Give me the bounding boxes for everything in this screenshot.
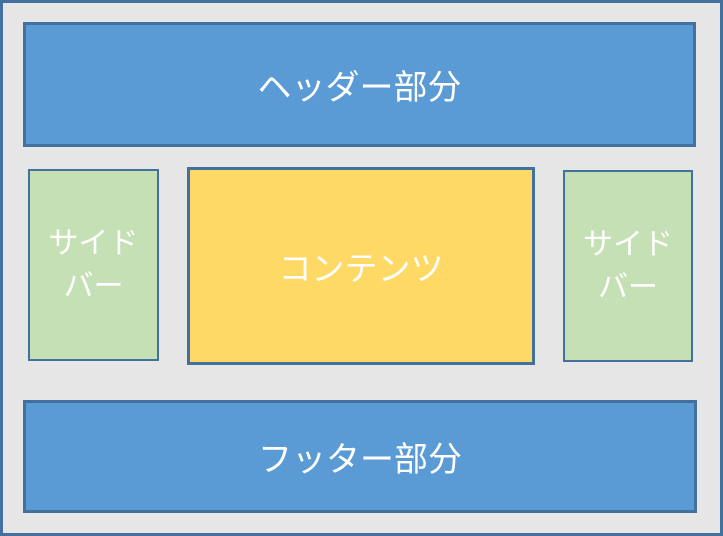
header-block: ヘッダー部分 (23, 22, 696, 147)
sidebar-left-block: サイドバー (28, 169, 159, 361)
sidebar-right-label: サイドバー (583, 227, 673, 305)
sidebar-left-label: サイドバー (48, 226, 139, 304)
footer-label: フッター部分 (258, 441, 462, 479)
header-label: ヘッダー部分 (257, 69, 462, 107)
content-block: コンテンツ (187, 167, 535, 365)
sidebar-right-block: サイドバー (563, 170, 693, 362)
content-label: コンテンツ (278, 250, 444, 287)
footer-block: フッター部分 (23, 400, 697, 513)
